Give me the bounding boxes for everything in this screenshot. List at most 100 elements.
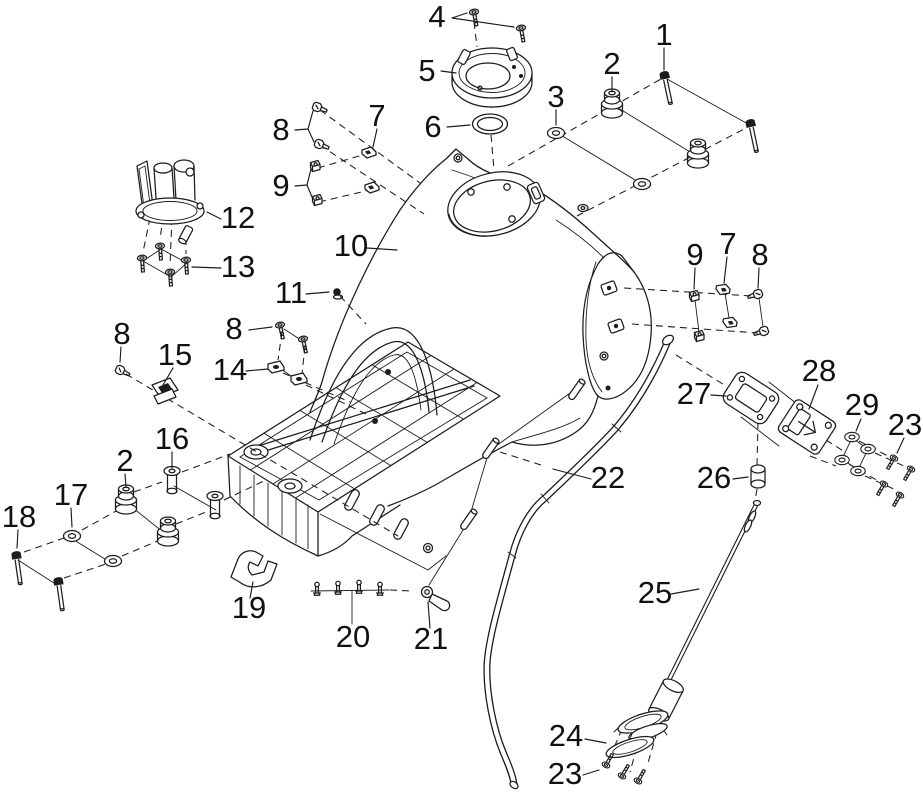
bolt — [52, 575, 68, 612]
tank-studs — [458, 377, 587, 532]
washer — [103, 554, 123, 568]
hex-bolt — [113, 363, 132, 379]
part-2-grommets-top — [600, 88, 710, 169]
washer — [632, 177, 652, 191]
part-11-seat-bolt — [332, 288, 344, 300]
part-7-brackets-left — [361, 146, 380, 194]
callout-28: 28 — [802, 353, 836, 388]
screw — [632, 767, 649, 786]
callout-13: 13 — [221, 249, 255, 284]
callout-8-left: 8 — [272, 112, 289, 147]
rod-disc-stack — [613, 710, 669, 743]
callout-18: 18 — [2, 499, 36, 534]
callout-20: 20 — [336, 619, 370, 654]
callout-23-right: 23 — [888, 407, 922, 442]
part-8-screws-mid — [274, 320, 311, 355]
part-13-pump-screws — [136, 242, 193, 287]
grommet — [686, 138, 710, 169]
hex-bolt — [312, 137, 331, 153]
clip-nut — [693, 329, 705, 343]
part-24-retainer-disc — [605, 735, 655, 759]
part-20-hose-clips — [312, 579, 385, 596]
part-4-cap-screws — [468, 7, 529, 44]
callout-7-right: 7 — [719, 226, 736, 261]
tank-rear-hump — [309, 327, 438, 445]
bracket — [361, 146, 377, 159]
hex-bolt — [752, 324, 771, 340]
part-28-gauge-plate — [777, 399, 837, 455]
part-18-bolts — [10, 549, 68, 612]
part-8-bolts-left — [310, 100, 331, 153]
clip-nut — [688, 289, 700, 303]
callout-29: 29 — [845, 387, 879, 422]
pump-screw — [164, 268, 177, 287]
assembly-axes — [23, 21, 905, 773]
washer — [546, 126, 566, 140]
callout-10: 10 — [334, 228, 368, 263]
washer — [860, 443, 876, 455]
part-23-screws-right — [873, 453, 917, 509]
part-16-spacers — [163, 465, 224, 520]
leader-lines — [16, 12, 905, 776]
callout-21: 21 — [414, 621, 448, 656]
tank-lower-pan — [227, 341, 501, 571]
callout-15: 15 — [158, 337, 192, 372]
part-22-fuel-hose — [483, 334, 675, 790]
callout-19: 19 — [232, 590, 266, 625]
pump-screw — [180, 256, 193, 275]
hose-nipple — [661, 334, 675, 346]
part-8-bolt-lower-left — [113, 363, 132, 379]
part-29-washers — [834, 431, 876, 477]
callout-24: 24 — [549, 718, 583, 753]
part-12-fuel-pump — [135, 159, 205, 245]
part-26-spacer — [750, 464, 766, 489]
bracket — [714, 282, 732, 297]
callout-27: 27 — [677, 376, 711, 411]
washer — [844, 431, 860, 443]
part-21-lever — [420, 585, 451, 612]
part-17-washers — [62, 529, 123, 568]
callout-8-right: 8 — [751, 237, 768, 272]
part-6-filler-gasket — [471, 113, 509, 135]
bracket-piece — [267, 360, 285, 374]
callout-11: 11 — [275, 275, 307, 310]
callout-4: 4 — [428, 0, 445, 34]
callout-2-bottom: 2 — [116, 443, 133, 478]
stud-pin — [480, 436, 501, 461]
washer — [62, 529, 82, 543]
spacer — [163, 465, 181, 495]
callout-1: 1 — [655, 17, 672, 52]
callout-25: 25 — [638, 575, 672, 610]
callout-16: 16 — [155, 421, 189, 456]
part-7-brackets-right — [714, 282, 739, 330]
part-10-fuel-tank — [227, 148, 652, 571]
callout-23-bottom: 23 — [548, 756, 582, 791]
callout-12: 12 — [221, 200, 255, 235]
callout-14: 14 — [213, 352, 247, 387]
grommet — [156, 516, 180, 547]
cap-screw — [468, 7, 482, 28]
tank-filler-opening — [447, 153, 589, 237]
callout-8-lower-left: 8 — [113, 316, 130, 351]
hex-bolt — [746, 287, 765, 303]
bracket-piece — [290, 372, 308, 386]
cap-screw — [515, 23, 529, 44]
part-27-gauge-bezel — [722, 371, 780, 425]
part-2-grommets-bottom — [114, 484, 180, 547]
part-5-filler-neck-ring — [451, 46, 533, 108]
callout-22: 22 — [591, 460, 625, 495]
screw — [889, 490, 906, 509]
bolt — [10, 549, 26, 586]
part-25-fuel-level-rod — [613, 499, 762, 743]
hose-clip — [333, 580, 343, 595]
stud-pin — [458, 507, 479, 532]
callout-6: 6 — [424, 109, 441, 144]
part-19-strap-bracket — [230, 550, 278, 588]
spacer — [206, 490, 224, 520]
callout-5: 5 — [418, 53, 435, 88]
mount-bolt — [744, 117, 762, 154]
stud-pin — [566, 377, 587, 402]
grommet — [600, 88, 624, 119]
